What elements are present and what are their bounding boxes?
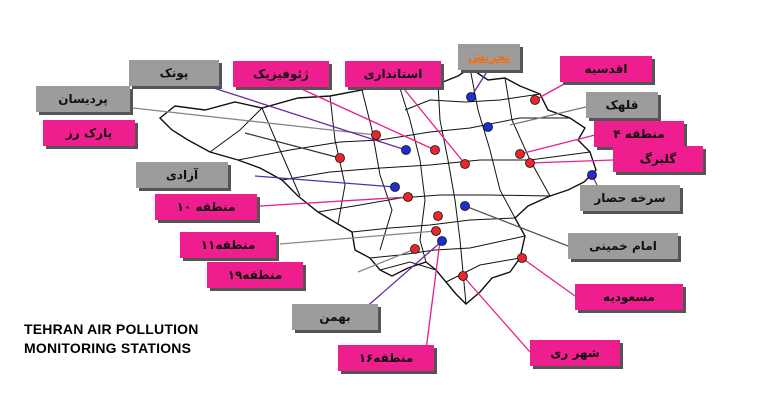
station-label-shahr-rey: شهر ری: [530, 340, 620, 366]
station-label-mantaghe16: منطقه۱۶: [338, 345, 434, 371]
station-dot: [371, 130, 381, 140]
station-dot: [515, 149, 525, 159]
station-dot: [525, 158, 535, 168]
map-title-line2: MONITORING STATIONS: [24, 340, 192, 356]
station-dot: [530, 95, 540, 105]
station-label-masoudieh: مسعودیه: [575, 284, 683, 310]
station-label-punak: پونک: [129, 60, 219, 86]
map-title-line1: TEHRAN AIR POLLUTION: [24, 321, 199, 337]
station-label-park-roz: پارک رز: [43, 120, 135, 146]
station-dot: [335, 153, 345, 163]
station-dot: [390, 182, 400, 192]
station-label-aqdasieh: اقدسیه: [560, 56, 652, 82]
station-label-mantaghe11: منطقه۱۱: [180, 232, 276, 258]
station-label-mantaghe19: منطقه۱۹: [207, 262, 303, 288]
station-label-ostandari: استانداری: [345, 61, 441, 87]
station-dot: [430, 145, 440, 155]
station-label-pardisan: پردیسان: [36, 86, 130, 112]
station-dots: [335, 92, 597, 281]
station-label-bahman: بهمن: [292, 304, 378, 330]
station-label-tajrish: تجریش: [458, 44, 520, 70]
station-label-sorkhe-hesar: سرخه حصار: [580, 185, 680, 211]
map-title: TEHRAN AIR POLLUTION MONITORING STATIONS: [24, 320, 199, 358]
station-dot: [431, 226, 441, 236]
station-dot: [587, 170, 597, 180]
station-dot: [460, 159, 470, 169]
station-name: تجریش: [467, 50, 511, 64]
station-dot: [403, 192, 413, 202]
station-label-azadi: آزادی: [136, 162, 228, 188]
station-dot: [466, 92, 476, 102]
station-dot: [460, 201, 470, 211]
station-dot: [517, 253, 527, 263]
station-label-mantaghe4: منطقه ۴: [594, 121, 684, 147]
station-label-geophysics: ژئوفیزیک: [233, 61, 329, 87]
station-label-golbarg: گلبرگ: [613, 146, 703, 172]
station-label-gholhak: قلهک: [586, 92, 658, 118]
station-label-mantaghe10: منطقه ۱۰: [155, 194, 257, 220]
station-label-emam-khomeini: امام خمینی: [568, 233, 678, 259]
station-dot: [410, 244, 420, 254]
station-dot: [458, 271, 468, 281]
station-dot: [483, 122, 493, 132]
station-dot: [401, 145, 411, 155]
station-dot: [437, 236, 447, 246]
station-dot: [433, 211, 443, 221]
